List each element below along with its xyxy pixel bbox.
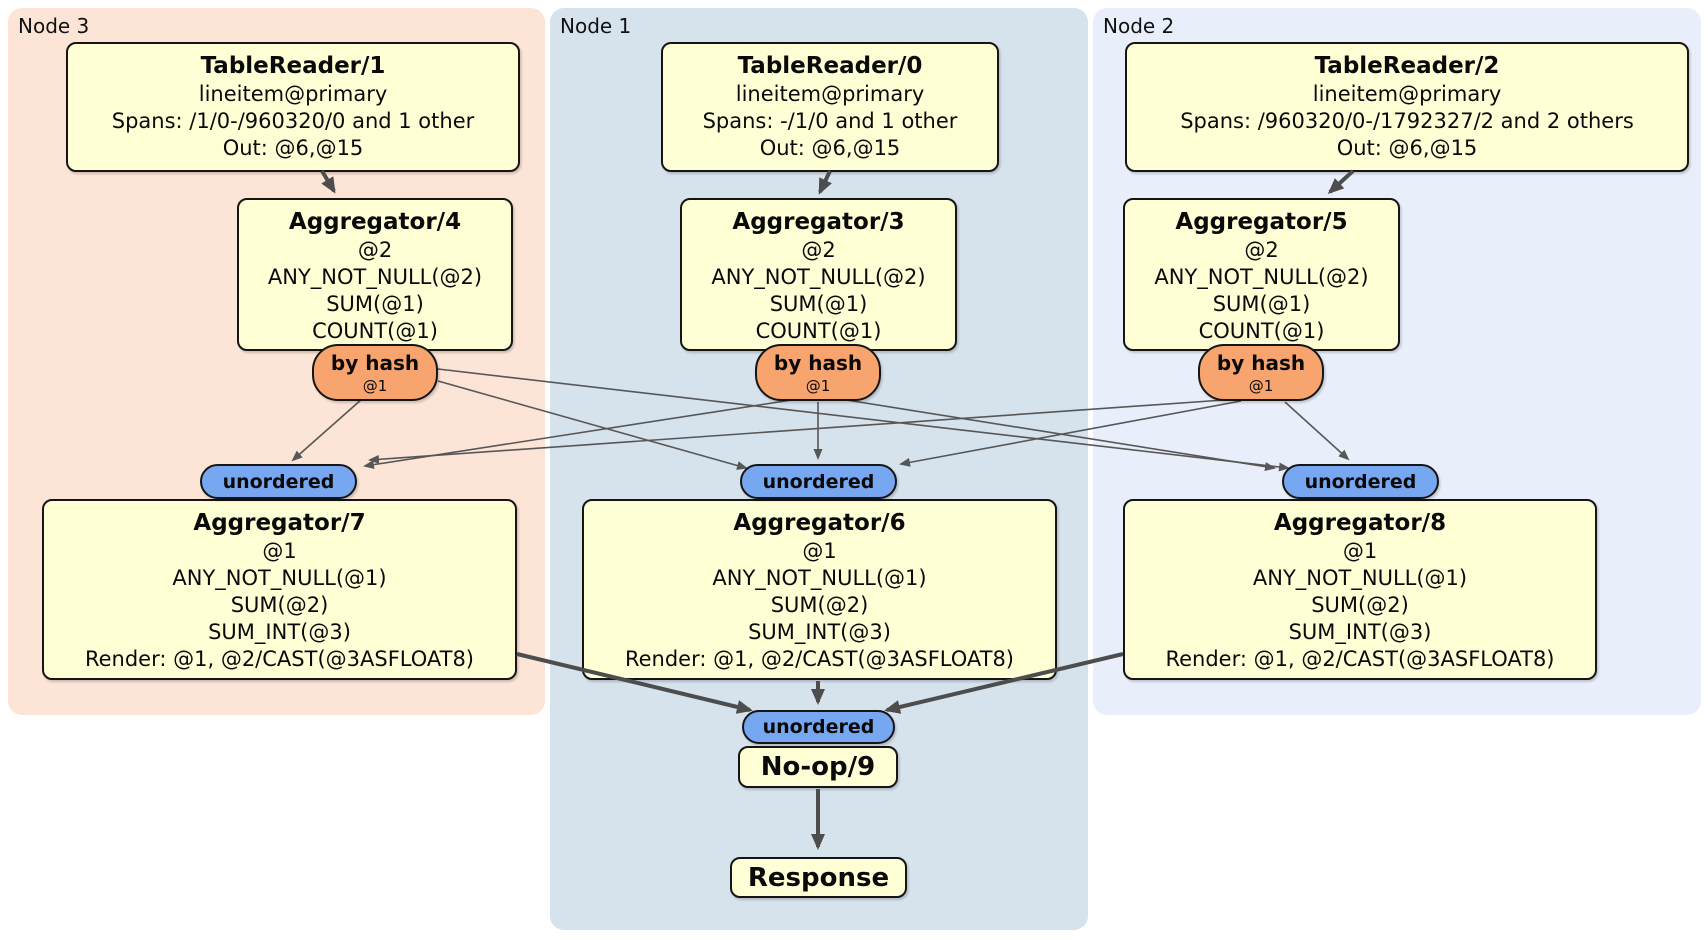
stream-unordered-2: unordered [740,464,897,499]
processor-line: ANY_NOT_NULL(@2) [1154,265,1369,289]
processor-line: SUM(@2) [230,593,329,617]
processor-line: SUM(@1) [1212,292,1311,316]
processor-tablereader-2: TableReader/2 lineitem@primary Spans: /9… [1125,42,1689,172]
processor-title: Aggregator/5 [1175,209,1348,235]
region-label: Node 2 [1103,14,1175,38]
response-box: Response [730,857,907,898]
processor-line: Render: @1, @2/CAST(@3ASFLOAT8) [1165,647,1555,671]
router-detail: @1 [362,377,388,395]
processor-line: COUNT(@1) [312,319,438,343]
processor-aggregator-6: Aggregator/6 @1 ANY_NOT_NULL(@1) SUM(@2)… [582,499,1057,680]
processor-line: Spans: /960320/0-/1792327/2 and 2 others [1180,109,1634,133]
processor-line: Spans: /1/0-/960320/0 and 1 other [111,109,475,133]
processor-line: lineitem@primary [1312,82,1502,106]
region-label: Node 3 [18,14,90,38]
processor-title: Aggregator/4 [288,209,462,235]
processor-line: SUM(@2) [1311,593,1409,617]
processor-title: Response [747,862,890,893]
router-by-hash-2: by hash @1 [755,344,881,401]
processor-line: @2 [357,238,393,262]
processor-aggregator-7: Aggregator/7 @1 ANY_NOT_NULL(@1) SUM(@2)… [42,499,517,680]
processor-line: @1 [262,539,297,563]
stream-unordered-final: unordered [742,710,895,744]
router-label: by hash [773,351,863,375]
processor-title: Aggregator/8 [1273,510,1447,536]
stream-unordered-1: unordered [200,464,357,499]
stream-label: unordered [762,470,875,493]
processor-line: @2 [801,238,836,262]
processor-line: SUM(@2) [770,593,869,617]
stream-label: unordered [222,470,335,493]
router-label: by hash [330,351,420,375]
processor-title: Aggregator/6 [733,510,906,536]
processor-tablereader-1: TableReader/1 lineitem@primary Spans: /1… [66,42,520,172]
processor-line: SUM_INT(@3) [748,620,891,644]
stream-label: unordered [1304,470,1417,493]
processor-line: SUM_INT(@3) [1288,620,1432,644]
processor-line: @1 [1342,539,1378,563]
router-detail: @1 [1248,377,1274,395]
processor-line: @1 [802,539,837,563]
processor-aggregator-3: Aggregator/3 @2 ANY_NOT_NULL(@2) SUM(@1)… [680,198,957,351]
processor-line: Out: @6,@15 [222,136,364,160]
processor-line: ANY_NOT_NULL(@2) [267,265,483,289]
processor-line: Out: @6,@15 [759,136,901,160]
processor-line: SUM(@1) [326,292,424,316]
processor-title: TableReader/2 [1314,53,1500,79]
processor-aggregator-8: Aggregator/8 @1 ANY_NOT_NULL(@1) SUM(@2)… [1123,499,1597,680]
processor-line: COUNT(@1) [755,319,882,343]
processor-title: TableReader/0 [737,53,923,79]
stream-label: unordered [762,716,875,738]
processor-line: ANY_NOT_NULL(@1) [712,566,927,590]
router-label: by hash [1216,351,1306,375]
processor-line: @2 [1244,238,1279,262]
processor-tablereader-0: TableReader/0 lineitem@primary Spans: -/… [661,42,999,172]
processor-line: Render: @1, @2/CAST(@3ASFLOAT8) [624,647,1015,671]
processor-line: lineitem@primary [198,82,388,106]
processor-aggregator-4: Aggregator/4 @2 ANY_NOT_NULL(@2) SUM(@1)… [237,198,513,351]
processor-line: Render: @1, @2/CAST(@3ASFLOAT8) [84,647,475,671]
processor-line: ANY_NOT_NULL(@2) [711,265,926,289]
processor-line: Spans: -/1/0 and 1 other [702,109,958,133]
router-by-hash-3: by hash @1 [1198,344,1324,401]
processor-line: lineitem@primary [735,82,925,106]
processor-title: Aggregator/7 [193,510,366,536]
processor-title: TableReader/1 [200,53,386,79]
processor-line: COUNT(@1) [1198,319,1325,343]
processor-line: Out: @6,@15 [1336,136,1478,160]
stream-unordered-3: unordered [1282,464,1439,499]
processor-aggregator-5: Aggregator/5 @2 ANY_NOT_NULL(@2) SUM(@1)… [1123,198,1400,351]
processor-line: SUM_INT(@3) [208,620,351,644]
region-label: Node 1 [560,14,632,38]
processor-noop-9: No-op/9 [738,746,898,788]
processor-line: SUM(@1) [769,292,868,316]
processor-title: No-op/9 [760,752,876,782]
processor-line: ANY_NOT_NULL(@1) [172,566,387,590]
router-detail: @1 [805,377,831,395]
processor-line: ANY_NOT_NULL(@1) [1252,566,1468,590]
router-by-hash-1: by hash @1 [312,344,438,401]
processor-title: Aggregator/3 [732,209,905,235]
